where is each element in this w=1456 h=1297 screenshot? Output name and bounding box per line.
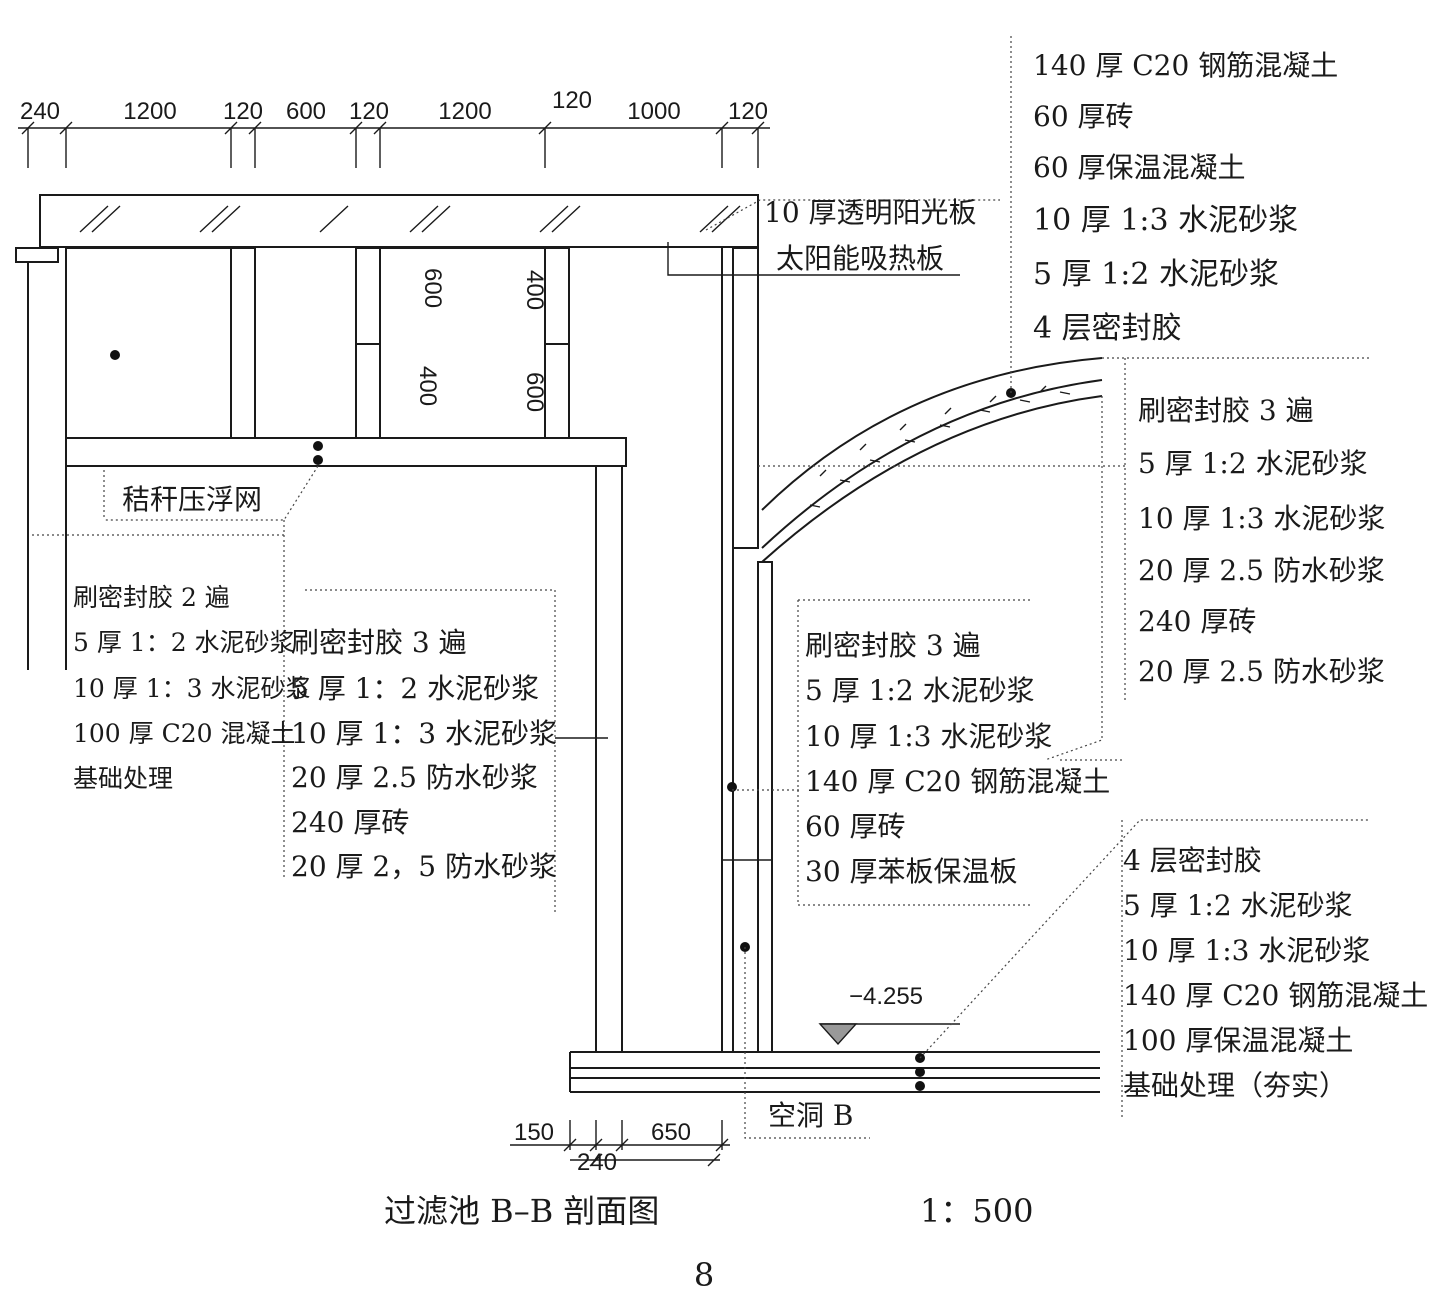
dim-top-1200-a: 1200 [123,98,176,125]
note-line: 240 厚砖 [291,806,409,839]
inner-dim-400-a: 400 [414,366,441,406]
dim-top-120-b: 120 [349,98,389,125]
page-number: 8 [694,1256,714,1294]
notes-right-wall: 刷密封胶 3 遍 5 厚 1:2 水泥砂浆 10 厚 1:3 水泥砂浆 140 … [805,629,1110,888]
note-line: 240 厚砖 [1138,605,1256,638]
note-line: 60 厚砖 [1033,100,1134,133]
note-line: 20 厚 2.5 防水砂浆 [1138,554,1385,587]
note-line: 140 厚 C20 钢筋混凝土 [1033,49,1338,82]
drawing-title: 过滤池 B–B 剖面图 [384,1192,659,1230]
note-line: 30 厚苯板保温板 [805,855,1018,888]
right-wall-brick [732,247,759,549]
label-sun-panel: 10 厚透明阳光板 [764,196,977,229]
top-dimension-chain [18,121,770,168]
notes-arch-inner: 刷密封胶 3 遍 5 厚 1:2 水泥砂浆 10 厚 1:3 水泥砂浆 20 厚… [1138,394,1385,688]
note-line: 100 厚 C20 混凝土 [73,719,296,748]
inner-dim-600-b: 600 [521,372,548,412]
note-line: 20 厚 2.5 防水砂浆 [291,761,538,794]
leader-lines [30,36,1370,1139]
slab-marker-b [313,455,323,465]
note-line: 刷密封胶 2 遍 [73,583,230,612]
filter-bed-slab [65,437,627,467]
dim-bottom-240: 240 [577,1149,617,1176]
floor-marker-b [915,1067,925,1077]
mid-brick-wall [595,465,623,1053]
label-absorber: 太阳能吸热板 [776,242,944,275]
note-line: 4 层密封胶 [1123,844,1262,877]
note-line: 5 厚 1:2 水泥砂浆 [1123,889,1353,922]
note-line: 10 厚 1：3 水泥砂浆 [73,674,310,703]
left-gravel-marker [110,350,120,360]
slab-marker-a [313,441,323,451]
note-line: 140 厚 C20 钢筋混凝土 [805,765,1110,798]
elevation-value: −4.255 [849,983,923,1010]
notes-left-base: 刷密封胶 2 遍 5 厚 1：2 水泥砂浆 10 厚 1：3 水泥砂浆 100 … [73,583,310,793]
dim-top-1000: 1000 [627,98,680,125]
label-cavity: 空洞 B [768,1099,853,1132]
note-line: 20 厚 2.5 防水砂浆 [1138,655,1385,688]
inner-dim-400-b: 400 [521,270,548,310]
note-line: 10 厚 1：3 水泥砂浆 [291,717,557,750]
dim-top-120-a: 120 [223,98,263,125]
elevation-marker [818,1023,960,1046]
dim-top-120-d: 120 [728,98,768,125]
note-line: 刷密封胶 3 遍 [805,629,981,662]
mid-filter-gravel [379,247,546,439]
dim-top-600: 600 [286,98,326,125]
dim-top-120-c: 120 [552,87,592,114]
note-line: 20 厚 2，5 防水砂浆 [291,850,557,883]
note-line: 60 厚保温混凝土 [1033,151,1246,184]
floor-marker-c [915,1081,925,1091]
note-line: 基础处理（夯实） [1123,1069,1347,1102]
note-line: 5 厚 1:2 水泥砂浆 [1033,257,1279,292]
note-line: 基础处理 [73,764,173,793]
note-line: 5 厚 1：2 水泥砂浆 [73,628,295,657]
note-line: 刷密封胶 3 遍 [1138,394,1314,427]
mid-partition-lower [355,343,381,439]
right-wall-marker-a [727,782,737,792]
note-line: 刷密封胶 3 遍 [291,626,467,659]
note-line: 5 厚 1:2 水泥砂浆 [805,674,1035,707]
note-line: 140 厚 C20 钢筋混凝土 [1123,979,1428,1012]
floor-slab [569,1051,1100,1093]
note-line: 100 厚保温混凝土 [1123,1024,1353,1057]
note-line: 5 厚 1：2 水泥砂浆 [291,672,539,705]
left-partition-wall [230,247,256,439]
label-straw-net: 秸秆压浮网 [122,483,262,516]
left-edge-flange [15,247,59,263]
left-filter-gravel [65,247,232,439]
note-line: 60 厚砖 [805,810,906,843]
note-line: 5 厚 1:2 水泥砂浆 [1138,447,1368,480]
dim-bottom-650: 650 [651,1119,691,1146]
mid-partition-upper [355,247,381,345]
notes-roof: 140 厚 C20 钢筋混凝土 60 厚砖 60 厚保温混凝土 10 厚 1:3… [1033,49,1338,346]
dim-top-1200-b: 1200 [438,98,491,125]
right-wall-inner-lining [757,561,773,1053]
note-line: 10 厚 1:3 水泥砂浆 [1138,502,1385,535]
note-line: 10 厚 1:3 水泥砂浆 [1123,934,1370,967]
bottom-dimension-chain [510,1120,730,1167]
notes-floor: 4 层密封胶 5 厚 1:2 水泥砂浆 10 厚 1:3 水泥砂浆 140 厚 … [1123,844,1428,1102]
dim-bottom-150: 150 [514,1119,554,1146]
arch-roof [761,357,1103,563]
dim-top-240: 240 [20,98,60,125]
notes-mid-wall: 刷密封胶 3 遍 5 厚 1：2 水泥砂浆 10 厚 1：3 水泥砂浆 20 厚… [291,626,557,883]
drawing-scale: 1：500 [920,1192,1033,1230]
inner-dim-600-a: 600 [419,268,446,308]
note-line: 10 厚 1:3 水泥砂浆 [1033,203,1298,238]
note-line: 10 厚 1:3 水泥砂浆 [805,720,1052,753]
note-line: 4 层密封胶 [1033,311,1182,346]
sun-panel-slab [39,194,759,248]
